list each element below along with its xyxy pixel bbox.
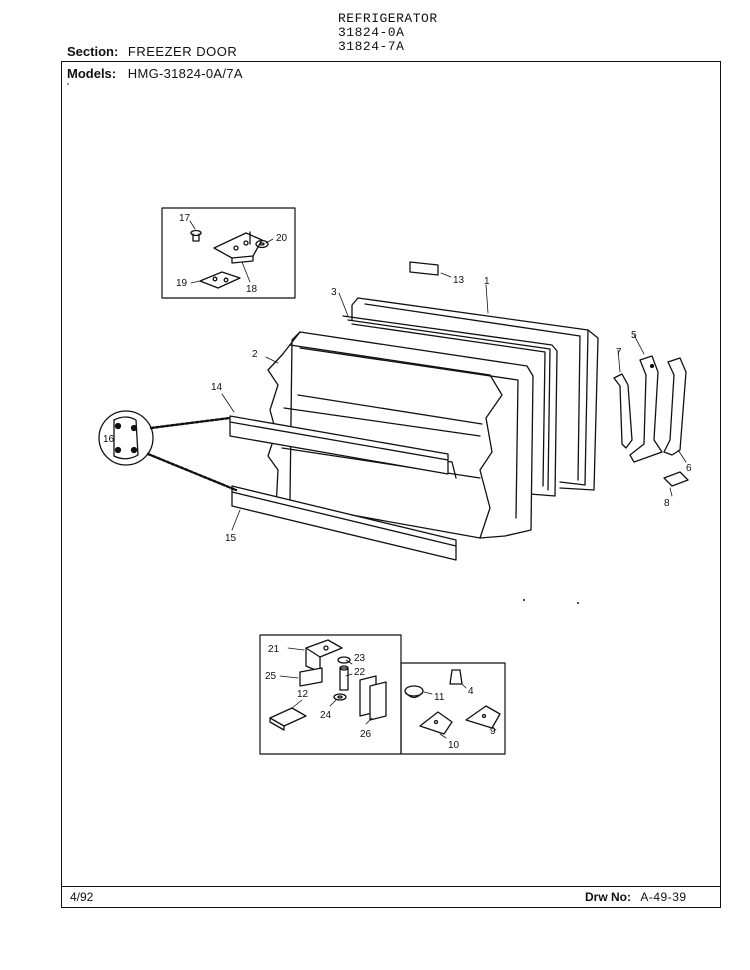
callout-20: 20 xyxy=(276,233,288,244)
drawing-number-label: Drw No: xyxy=(585,890,631,904)
callout-5: 5 xyxy=(631,330,637,341)
hinge-bracket-part-7 xyxy=(613,349,633,449)
door-shelf-bar-part-14 xyxy=(221,393,449,475)
callout-numbers: 1 2 3 4 5 6 7 8 9 10 11 12 13 14 15 16 1… xyxy=(103,213,692,751)
header-model-b: 31824-7A xyxy=(338,39,405,54)
callout-17: 17 xyxy=(179,213,191,224)
page-header: REFRIGERATOR 31824-0A 31824-7A xyxy=(338,12,438,54)
section-value: FREEZER DOOR xyxy=(127,44,238,59)
plug-inset xyxy=(400,662,506,755)
callout-3: 3 xyxy=(331,287,337,298)
pin-part-22 xyxy=(339,665,349,691)
spacer-part-26 xyxy=(359,675,387,721)
callout-25: 25 xyxy=(265,671,277,682)
callout-24: 24 xyxy=(320,710,332,721)
callout-13: 13 xyxy=(453,275,465,286)
callout-15: 15 xyxy=(225,533,237,544)
hinge-inset xyxy=(161,207,296,299)
lower-hinge-inset xyxy=(259,634,402,755)
cover-part-10 xyxy=(419,711,453,735)
shim-part-25 xyxy=(299,667,323,687)
shim-part-19 xyxy=(199,271,241,289)
callout-26: 26 xyxy=(360,729,372,740)
hinge-bracket-part-6 xyxy=(663,357,687,463)
callout-12: 12 xyxy=(297,689,309,700)
revision-date: 4/92 xyxy=(70,890,94,904)
scan-specks xyxy=(67,83,579,604)
callout-4: 4 xyxy=(468,686,474,697)
drawing-number: Drw No: A-49-39 xyxy=(585,890,687,904)
callout-14: 14 xyxy=(211,382,223,393)
detail-circle-part-16 xyxy=(98,410,238,492)
callout-18: 18 xyxy=(246,284,258,295)
callout-9: 9 xyxy=(490,726,496,737)
models-label: Models: xyxy=(67,66,117,81)
section-line: Section: FREEZER DOOR xyxy=(67,44,237,59)
section-label: Section: xyxy=(67,44,119,59)
callout-16: 16 xyxy=(103,434,115,445)
cover-part-9 xyxy=(465,705,501,729)
callout-11: 11 xyxy=(434,692,445,703)
models-line: Models: HMG-31824-0A/7A xyxy=(67,66,243,81)
models-value: HMG-31824-0A/7A xyxy=(127,66,243,81)
washer-part-20 xyxy=(255,239,269,249)
callout-2: 2 xyxy=(252,349,258,360)
drawing-frame xyxy=(61,61,721,908)
hinge-plate-part xyxy=(213,231,263,264)
callout-7: 7 xyxy=(616,347,622,358)
hinge-pin-plate-part-8 xyxy=(663,471,689,497)
screw-part-17 xyxy=(190,229,202,242)
hinge-bracket-part-5 xyxy=(629,334,663,463)
callout-19: 19 xyxy=(176,278,188,289)
drawing-number-value: A-49-39 xyxy=(640,890,687,904)
callout-8: 8 xyxy=(664,498,670,509)
hinge-bracket-part-21 xyxy=(305,639,343,673)
footer-divider xyxy=(61,886,721,887)
washer-part-23 xyxy=(337,656,351,664)
washer-part-24 xyxy=(333,693,347,701)
callout-21: 21 xyxy=(268,644,280,655)
hinge-plate-part-12 xyxy=(269,707,307,731)
stud-part-4 xyxy=(449,669,463,685)
header-title: REFRIGERATOR xyxy=(338,11,438,26)
callout-1: 1 xyxy=(484,276,490,287)
callout-10: 10 xyxy=(448,740,460,751)
callout-22: 22 xyxy=(354,667,366,678)
door-shelf-bar-part-15 xyxy=(231,485,457,561)
inner-liner-part-2 xyxy=(265,331,534,539)
callout-6: 6 xyxy=(686,463,692,474)
outer-door-part-1 xyxy=(351,284,599,491)
gasket-part-3 xyxy=(338,292,558,497)
header-model-a: 31824-0A xyxy=(338,25,405,40)
callout-23: 23 xyxy=(354,653,366,664)
cap-part-11 xyxy=(404,685,424,699)
label-plate-part-13 xyxy=(409,261,452,278)
